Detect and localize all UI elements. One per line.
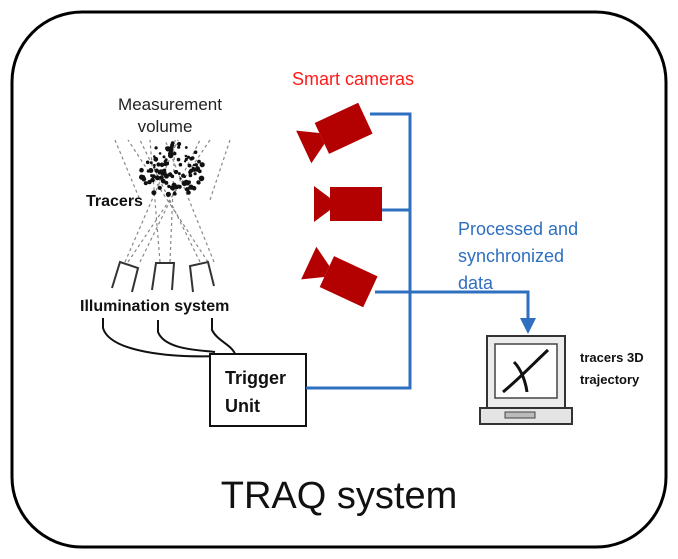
tracer-particle (170, 174, 175, 179)
tracer-particle (155, 157, 158, 161)
tracer-particle (169, 185, 174, 190)
tracer-particle (153, 163, 156, 167)
tracer-particle (188, 184, 194, 190)
tracer-particle (157, 170, 162, 175)
tracer-particle (156, 162, 161, 167)
tracer-particle (148, 168, 154, 173)
tracer-particle (159, 162, 165, 168)
tracer-particle (195, 169, 199, 172)
tracer-particle (194, 163, 198, 167)
trigger-unit-box (209, 353, 307, 427)
tracer-particle (165, 191, 171, 197)
video-camera-icon (296, 102, 373, 164)
processed-data-label-2: synchronized (458, 246, 564, 266)
tracer-particle (193, 172, 197, 176)
tracer-particle (187, 163, 192, 168)
tracer-particle (189, 168, 194, 173)
tracer-particle (184, 146, 188, 149)
tracer-particle (193, 150, 198, 154)
light-source-icon (188, 260, 215, 293)
monitor-caption-2: trajectory (580, 372, 640, 387)
tracer-particle (173, 192, 177, 196)
tracer-particle (168, 172, 171, 176)
tracer-particle (164, 180, 169, 185)
tracer-particle (197, 159, 201, 164)
tracer-particle (161, 170, 167, 176)
video-camera-icon (314, 186, 382, 222)
tracer-particle (177, 145, 181, 149)
tracer-particle (151, 174, 156, 179)
tracer-particle (179, 177, 182, 180)
tracer-particle (151, 190, 157, 196)
tracer-particle (141, 176, 147, 182)
tracer-particle (184, 154, 188, 158)
measurement-volume-sketch (114, 139, 231, 263)
monitor-caption: tracers 3D (580, 350, 644, 365)
trigger-cables (102, 318, 237, 358)
measurement-volume-label-2: volume (138, 117, 193, 136)
tracer-particle (188, 173, 193, 178)
tracer-particle (153, 166, 156, 169)
tracer-particle (178, 162, 183, 167)
tracer-particle (167, 184, 171, 189)
tracer-particle (145, 160, 150, 165)
tracer-particle (169, 147, 173, 152)
trigger-unit-label-2: Unit (225, 396, 260, 416)
tracer-particle (143, 181, 148, 186)
tracer-particle (157, 185, 162, 190)
tracer-particle (197, 181, 201, 185)
tracer-particle (177, 184, 182, 189)
tracer-particle (177, 141, 182, 147)
tracer-particle (186, 190, 191, 195)
trigger-unit-label: Trigger (225, 368, 286, 388)
tracer-particle (149, 161, 153, 165)
tracer-particle (173, 169, 179, 175)
computer-monitor-icon (479, 335, 573, 425)
tracer-particle (190, 156, 195, 160)
tracer-particle (181, 180, 188, 187)
tracer-particle (155, 175, 160, 181)
tracer-particle (172, 151, 177, 156)
light-source-icon (151, 262, 176, 291)
tracer-particle (170, 141, 175, 146)
tracer-particle (139, 167, 144, 173)
light-source-icon (111, 260, 140, 293)
tracer-particle (192, 168, 197, 172)
tracers-label: Tracers (86, 193, 143, 210)
tracer-particle (183, 175, 187, 179)
smart-cameras-label: Smart cameras (292, 69, 414, 89)
processed-data-label-3: data (458, 273, 494, 293)
tracer-particle (176, 157, 181, 162)
measurement-volume-label: Measurement (118, 95, 222, 114)
tracer-particle (154, 146, 158, 150)
data-arrowhead (520, 318, 536, 334)
tracer-particle (186, 155, 190, 159)
tracer-particle (163, 162, 168, 166)
tracer-particles (139, 141, 205, 197)
diagram-title: TRAQ system (221, 475, 457, 517)
tracer-particle (158, 152, 162, 155)
tracer-particle (153, 155, 156, 158)
tracer-particle (150, 177, 155, 183)
tracer-particle (162, 155, 166, 159)
video-camera-icon (301, 246, 378, 308)
tracer-particle (154, 168, 159, 173)
tracer-particle (199, 162, 205, 168)
tracer-particle (174, 185, 177, 189)
illumination-lights (111, 260, 215, 293)
tracer-particle (184, 157, 188, 161)
processed-data-label: Processed and (458, 219, 578, 239)
tracer-particle (198, 175, 205, 182)
illumination-system-label: Illumination system (80, 298, 229, 315)
tracer-particle (177, 172, 181, 176)
tracer-particle (164, 158, 168, 162)
